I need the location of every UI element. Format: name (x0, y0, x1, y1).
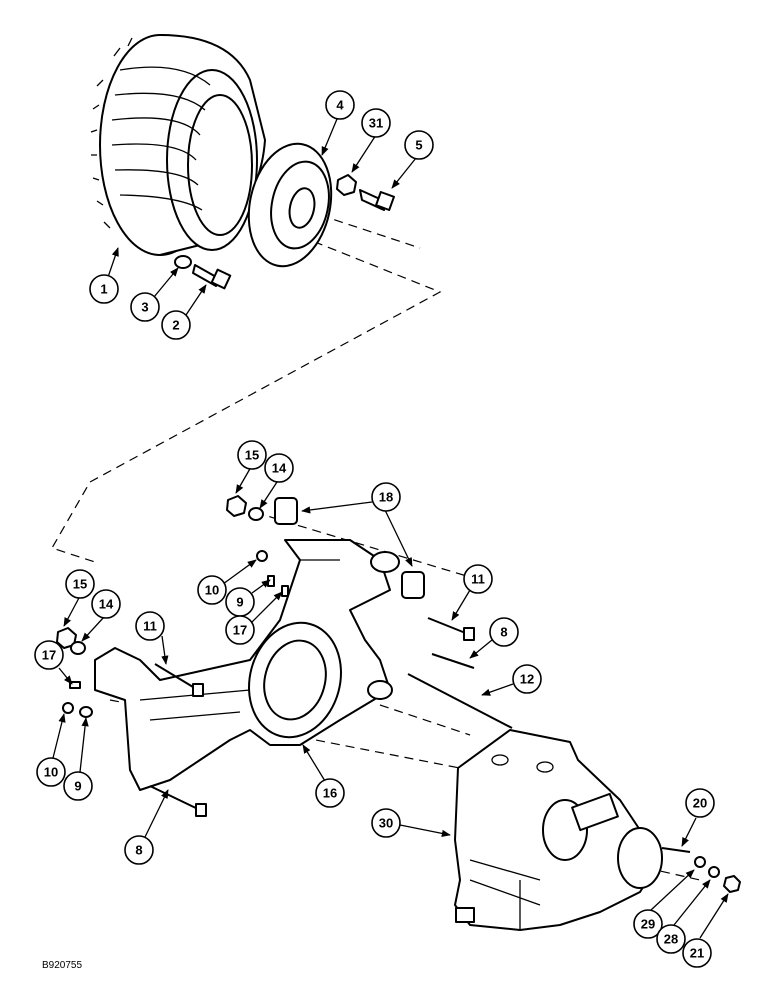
svg-text:9: 9 (74, 779, 81, 794)
svg-text:20: 20 (693, 796, 707, 811)
callout-10-top: 10 (197, 575, 227, 605)
callout-8-left: 8 (124, 835, 154, 865)
svg-text:14: 14 (99, 597, 114, 612)
svg-text:16: 16 (323, 786, 337, 801)
svg-text:4: 4 (336, 98, 344, 113)
svg-text:29: 29 (641, 917, 655, 932)
svg-text:17: 17 (42, 648, 56, 663)
hydraulic-motor-part (454, 729, 663, 931)
svg-text:17: 17 (233, 623, 247, 638)
callout-16: 16 (315, 778, 345, 808)
callout-15-top: 15 (237, 440, 267, 470)
callout-21: 21 (682, 938, 712, 968)
svg-text:5: 5 (415, 138, 422, 153)
callout-17-left: 17 (34, 640, 64, 670)
svg-text:21: 21 (690, 946, 704, 961)
svg-text:11: 11 (143, 619, 157, 634)
callout-17-top: 17 (225, 615, 255, 645)
callout-2: 2 (161, 310, 191, 340)
callout-4: 4 (325, 90, 355, 120)
callout-30: 30 (371, 808, 401, 838)
svg-text:14: 14 (272, 461, 287, 476)
callout-31: 31 (361, 108, 391, 138)
svg-text:8: 8 (500, 625, 507, 640)
svg-text:12: 12 (520, 672, 534, 687)
callout-29: 29 (633, 909, 663, 939)
svg-text:28: 28 (664, 932, 678, 947)
svg-text:15: 15 (245, 448, 259, 463)
svg-text:10: 10 (205, 583, 219, 598)
hub-teeth (90, 37, 133, 229)
callout-11-right: 11 (463, 564, 493, 594)
svg-text:1: 1 (100, 282, 107, 297)
svg-text:30: 30 (379, 816, 393, 831)
callout-28: 28 (656, 924, 686, 954)
svg-text:15: 15 (73, 577, 87, 592)
callout-12: 12 (512, 664, 542, 694)
callout-8-right: 8 (489, 617, 519, 647)
svg-text:9: 9 (236, 595, 243, 610)
final-drive-hub-part (90, 34, 266, 256)
motor-hardware (661, 847, 741, 893)
svg-text:31: 31 (369, 116, 383, 131)
svg-text:11: 11 (471, 572, 485, 587)
callout-9-top: 9 (225, 587, 255, 617)
figure-id: B920755 (42, 960, 82, 971)
callout-14-top: 14 (264, 453, 294, 483)
callout-5: 5 (404, 130, 434, 160)
svg-text:3: 3 (141, 300, 148, 315)
callout-1: 1 (89, 274, 119, 304)
leader-lines (52, 118, 729, 939)
callout-11-left: 11 (135, 611, 165, 641)
svg-text:8: 8 (135, 843, 142, 858)
long-bolts (149, 617, 513, 817)
svg-text:2: 2 (172, 318, 179, 333)
svg-text:18: 18 (379, 490, 393, 505)
callout-18: 18 (371, 482, 401, 512)
swing-arm-bracket-part (94, 539, 400, 791)
callout-14-left: 14 (91, 589, 121, 619)
small-hardware (56, 495, 289, 718)
bushings-part (274, 497, 425, 599)
callout-20: 20 (685, 788, 715, 818)
callout-10-left: 10 (36, 757, 66, 787)
coupling-flange-part (247, 142, 333, 268)
top-hardware (174, 174, 395, 290)
callout-15-left: 15 (65, 569, 95, 599)
callout-3: 3 (130, 292, 160, 322)
callout-9-left: 9 (63, 771, 93, 801)
svg-text:10: 10 (44, 765, 58, 780)
